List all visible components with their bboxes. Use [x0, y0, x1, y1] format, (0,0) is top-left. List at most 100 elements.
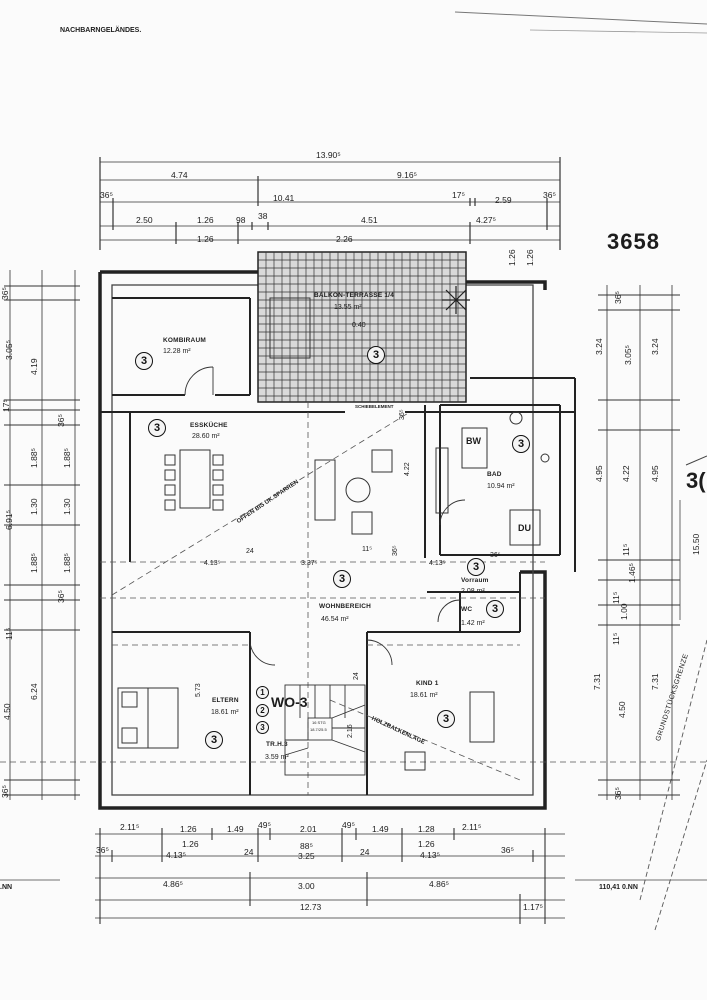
- room-badge: 3: [205, 731, 223, 749]
- paper-edge-line: [454, 11, 707, 25]
- room-balkon-area: 13.55 m²: [334, 304, 362, 311]
- room-badge: 3: [467, 558, 485, 576]
- dim-bottom: 1.49: [227, 824, 244, 834]
- dim-top: 38: [258, 211, 268, 221]
- dim-interior: 24: [246, 548, 254, 555]
- dim-interior: 36⁵: [399, 409, 406, 420]
- sheet-number: 3658: [607, 229, 660, 254]
- staircase: [284, 684, 366, 776]
- dim-left: 1.88⁵: [29, 447, 39, 468]
- room-eltern-area: 18.61 m²: [211, 709, 239, 716]
- dim-bottom: 49⁵: [342, 820, 355, 830]
- right-dimension-lines: [598, 285, 680, 800]
- dim-right: 3.05⁵: [623, 344, 633, 365]
- room-wohnbereich-name: WOHNBEREICH: [319, 603, 372, 610]
- dim-bottom: 1.26: [182, 839, 199, 849]
- edge-glyph: 3(: [686, 468, 706, 493]
- room-badge: 3: [148, 419, 166, 437]
- room-kombiraum-area: 12.28 m²: [163, 348, 191, 355]
- dim-right: 4.95: [594, 465, 604, 482]
- dim-top: 36⁵: [100, 190, 113, 200]
- dim-bottom: 2.11⁵: [120, 822, 140, 832]
- room-esskueche-name: ESSKÜCHE: [190, 422, 228, 429]
- dim-left: 36⁵: [0, 785, 10, 798]
- dim-bottom: 24: [360, 847, 370, 857]
- dim-left: 36⁵: [56, 590, 66, 603]
- dim-bottom: 4.13⁵: [420, 850, 441, 860]
- dim-right: 4.50: [617, 701, 627, 718]
- balcony-terrace-grid: [257, 251, 467, 403]
- dim-left: 17⁵: [1, 399, 11, 412]
- dim-left: 4.19: [29, 358, 39, 375]
- dim-top: 2.59: [495, 195, 512, 205]
- dim-top: 36⁵: [543, 190, 556, 200]
- room-balkon-note: 0.40: [352, 322, 366, 329]
- furniture: [117, 297, 550, 771]
- left-dimension-lines: [4, 270, 80, 800]
- room-bad-name: BAD: [487, 471, 502, 478]
- dim-top: 98: [236, 215, 246, 225]
- dim-bottom: 3.25: [298, 851, 315, 861]
- dim-left: 36⁵: [56, 414, 66, 427]
- doors: [184, 366, 466, 666]
- plant-symbol: [442, 286, 470, 314]
- dim-left: 4.50: [2, 703, 12, 720]
- fixture-schiebe-label: SCHIEBELEMENT: [355, 404, 394, 409]
- dim-bottom: 2.01: [300, 824, 317, 834]
- dim-bottom: 1.28: [418, 824, 435, 834]
- room-treppe-area: 3.59 m²: [265, 754, 289, 761]
- dim-bottom: 1.49: [372, 824, 389, 834]
- dim-right: 7.31: [650, 673, 660, 690]
- dim-left: 6.24: [29, 683, 39, 700]
- dim-interior: 11⁵: [362, 546, 373, 553]
- room-kind1-name: KIND 1: [416, 680, 439, 687]
- room-badge: 3: [486, 600, 504, 618]
- room-kind1-area: 18.61 m²: [410, 692, 438, 699]
- dim-right: 4.95: [650, 465, 660, 482]
- dim-bottom: 2.11⁵: [462, 822, 482, 832]
- room-badge: 3: [135, 352, 153, 370]
- dim-terrace: 1.26: [507, 249, 517, 266]
- room-wc-area: 1.42 m²: [461, 620, 485, 627]
- dim-interior: 4.22: [404, 462, 411, 476]
- room-badge: 3: [512, 435, 530, 453]
- dim-bottom: 1.26: [418, 839, 435, 849]
- dim-top: 17⁵: [452, 190, 465, 200]
- exterior-walls: [98, 270, 547, 810]
- dim-top: 10.41: [273, 193, 295, 203]
- room-bad-area: 10.94 m²: [487, 483, 515, 490]
- dim-interior: 5.73: [195, 683, 202, 697]
- dim-left: 3.05⁵: [4, 339, 14, 360]
- dim-bottom: 4.86⁵: [163, 879, 184, 889]
- dim-top: 4.74: [171, 170, 188, 180]
- room-kombiraum-name: KOMBIRAUM: [163, 337, 206, 344]
- dim-top: 4.27⁵: [476, 215, 497, 225]
- annotation-stair-steps: 16 STG: [312, 720, 326, 725]
- room-badge: 3: [333, 570, 351, 588]
- dim-top: 2.26: [336, 234, 353, 244]
- fixture-bw-label: BW: [466, 436, 481, 446]
- unit-label: WO-3: [271, 694, 308, 710]
- dim-right: 4.22: [621, 465, 631, 482]
- room-badge: 3: [437, 710, 455, 728]
- dim-interior: 24: [353, 672, 360, 680]
- room-balkon-name: BALKON-TERRASSE 1/4: [314, 292, 395, 299]
- dim-bottom: 49⁵: [258, 820, 271, 830]
- dim-left: 1.88⁵: [29, 552, 39, 573]
- room-vorraum-area: 2.08 m²: [461, 588, 485, 595]
- room-eltern-name: ELTERN: [212, 697, 239, 704]
- room-wohnbereich-area: 46.54 m²: [321, 616, 349, 623]
- dim-interior: 4.13⁵: [204, 560, 221, 567]
- dim-left: 1.88⁵: [62, 552, 72, 573]
- dim-top-overall: 13.90⁵: [316, 150, 341, 160]
- dim-right: 15.50: [691, 533, 701, 555]
- level-label-right: 110,41 0.NN: [599, 884, 638, 891]
- dim-right: 1.00: [619, 603, 629, 620]
- dim-interior: 36⁵: [490, 552, 501, 559]
- dim-left: 11⁵: [4, 627, 14, 640]
- dim-interior: 36⁵: [392, 545, 399, 556]
- dim-bottom: 12.73: [300, 902, 322, 912]
- dim-terrace: 1.26: [525, 249, 535, 266]
- dim-left: 1.30: [29, 498, 39, 515]
- dim-top: 2.50: [136, 215, 153, 225]
